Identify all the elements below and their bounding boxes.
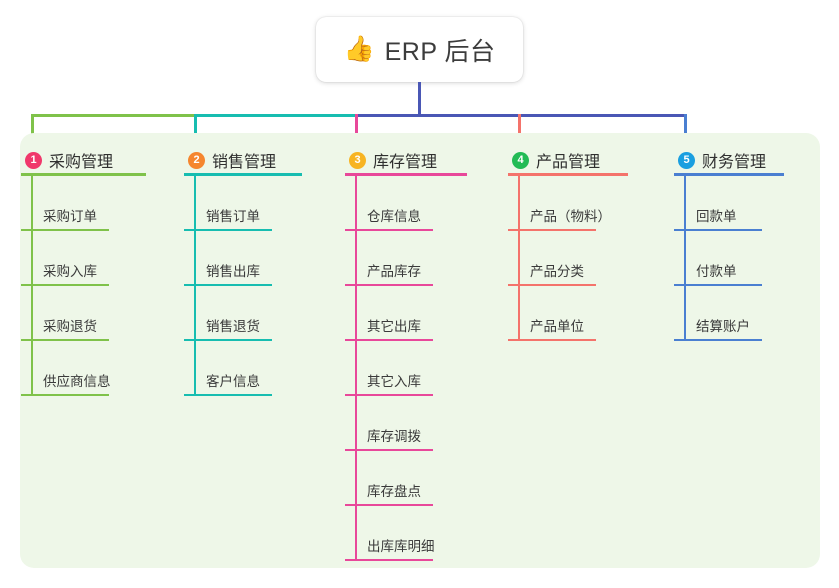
leaf-item-label: 库存盘点 xyxy=(367,484,421,499)
column-spine-5 xyxy=(684,176,686,341)
column-title-1: 采购管理 xyxy=(49,154,114,171)
column-underline-3 xyxy=(345,173,467,176)
leaf-item-label: 其它入库 xyxy=(367,374,421,389)
leaf-item-label: 结算账户 xyxy=(696,319,750,334)
leaf-item-underline xyxy=(345,339,433,341)
leaf-item[interactable]: 库存调拨 xyxy=(345,396,473,451)
leaf-item-underline xyxy=(184,339,272,341)
leaf-item-underline xyxy=(345,229,433,231)
leaf-item-label: 采购退货 xyxy=(43,319,97,334)
leaf-item[interactable]: 结算账户 xyxy=(674,286,802,341)
column-spine-2 xyxy=(194,176,196,396)
leaf-item-underline xyxy=(345,394,433,396)
diagram-panel: 1 采购管理采购订单采购入库采购退货供应商信息 2 销售管理销售订单销售出库销售退货客… xyxy=(20,133,820,568)
leaf-item[interactable]: 产品（物料） xyxy=(508,176,636,231)
leaf-item[interactable]: 产品库存 xyxy=(345,231,473,286)
leaf-item-underline xyxy=(184,394,272,396)
leaf-item-underline xyxy=(345,449,433,451)
leaf-item[interactable]: 其它出库 xyxy=(345,286,473,341)
leaf-item-underline xyxy=(345,284,433,286)
leaf-item-underline xyxy=(674,339,762,341)
leaf-item-label: 销售订单 xyxy=(206,209,260,224)
leaf-item[interactable]: 其它入库 xyxy=(345,341,473,396)
column-spine-1 xyxy=(31,176,33,396)
leaf-item-label: 销售出库 xyxy=(206,264,260,279)
leaf-item[interactable]: 采购入库 xyxy=(21,231,149,286)
leaf-item-label: 产品分类 xyxy=(530,264,584,279)
column-header-2[interactable]: 2 销售管理 xyxy=(184,145,276,175)
thumbs-up-emoji: 👍 xyxy=(343,35,375,63)
leaf-item[interactable]: 供应商信息 xyxy=(21,341,149,396)
column-badge-4: 4 xyxy=(512,151,529,169)
leaf-item-label: 其它出库 xyxy=(367,319,421,334)
column-header-3[interactable]: 3 库存管理 xyxy=(345,145,437,175)
leaf-item-underline xyxy=(508,229,596,231)
column-header-5[interactable]: 5 财务管理 xyxy=(674,145,766,175)
leaf-item-label: 销售退货 xyxy=(206,319,260,334)
leaf-item[interactable]: 销售订单 xyxy=(184,176,312,231)
leaf-item[interactable]: 回款单 xyxy=(674,176,802,231)
leaf-item[interactable]: 客户信息 xyxy=(184,341,312,396)
leaf-item-label: 产品库存 xyxy=(367,264,421,279)
column-underline-4 xyxy=(508,173,628,176)
leaf-item-label: 供应商信息 xyxy=(43,374,111,389)
leaf-item[interactable]: 采购订单 xyxy=(21,176,149,231)
leaf-item-underline xyxy=(674,229,762,231)
leaf-item-underline xyxy=(21,339,109,341)
leaf-item[interactable]: 出库库明细 xyxy=(345,506,473,561)
leaf-item[interactable]: 产品分类 xyxy=(508,231,636,286)
leaf-item-label: 采购入库 xyxy=(43,264,97,279)
leaf-item[interactable]: 产品单位 xyxy=(508,286,636,341)
column-badge-1: 1 xyxy=(25,151,42,169)
leaf-item-underline xyxy=(345,559,433,561)
column-title-5: 财务管理 xyxy=(702,154,767,171)
leaf-item-underline xyxy=(508,284,596,286)
trunk-segment-1 xyxy=(31,114,197,117)
leaf-item-underline xyxy=(184,229,272,231)
root-stem-line xyxy=(418,82,421,117)
leaf-item-underline xyxy=(21,394,109,396)
column-badge-2: 2 xyxy=(188,151,205,169)
trunk-segment-3 xyxy=(355,114,687,117)
leaf-item-label: 付款单 xyxy=(696,264,737,279)
column-title-3: 库存管理 xyxy=(373,154,438,171)
leaf-item-label: 仓库信息 xyxy=(367,209,421,224)
leaf-item-label: 回款单 xyxy=(696,209,737,224)
column-header-1[interactable]: 1 采购管理 xyxy=(21,145,113,175)
leaf-item-underline xyxy=(21,284,109,286)
leaf-item[interactable]: 销售退货 xyxy=(184,286,312,341)
root-title: ERP 后台 xyxy=(384,37,496,66)
leaf-item-underline xyxy=(184,284,272,286)
trunk-segment-2 xyxy=(194,114,358,117)
column-header-4[interactable]: 4 产品管理 xyxy=(508,145,600,175)
leaf-item-label: 库存调拨 xyxy=(367,429,421,444)
leaf-item[interactable]: 仓库信息 xyxy=(345,176,473,231)
column-badge-3: 3 xyxy=(349,151,366,169)
leaf-item-label: 客户信息 xyxy=(206,374,260,389)
column-underline-5 xyxy=(674,173,784,176)
leaf-item-underline xyxy=(21,229,109,231)
leaf-item-underline xyxy=(674,284,762,286)
leaf-item[interactable]: 库存盘点 xyxy=(345,451,473,506)
column-underline-1 xyxy=(21,173,146,176)
root-node[interactable]: 👍 ERP 后台 xyxy=(316,17,523,82)
leaf-item-underline xyxy=(508,339,596,341)
column-spine-4 xyxy=(518,176,520,341)
column-spine-3 xyxy=(355,176,357,561)
leaf-item[interactable]: 销售出库 xyxy=(184,231,312,286)
leaf-item[interactable]: 付款单 xyxy=(674,231,802,286)
leaf-item[interactable]: 采购退货 xyxy=(21,286,149,341)
column-title-4: 产品管理 xyxy=(536,154,601,171)
leaf-item-label: 采购订单 xyxy=(43,209,97,224)
leaf-item-underline xyxy=(345,504,433,506)
column-badge-5: 5 xyxy=(678,151,695,169)
leaf-item-label: 出库库明细 xyxy=(367,539,435,554)
column-title-2: 销售管理 xyxy=(212,154,277,171)
leaf-item-label: 产品（物料） xyxy=(530,209,611,224)
column-underline-2 xyxy=(184,173,302,176)
leaf-item-label: 产品单位 xyxy=(530,319,584,334)
